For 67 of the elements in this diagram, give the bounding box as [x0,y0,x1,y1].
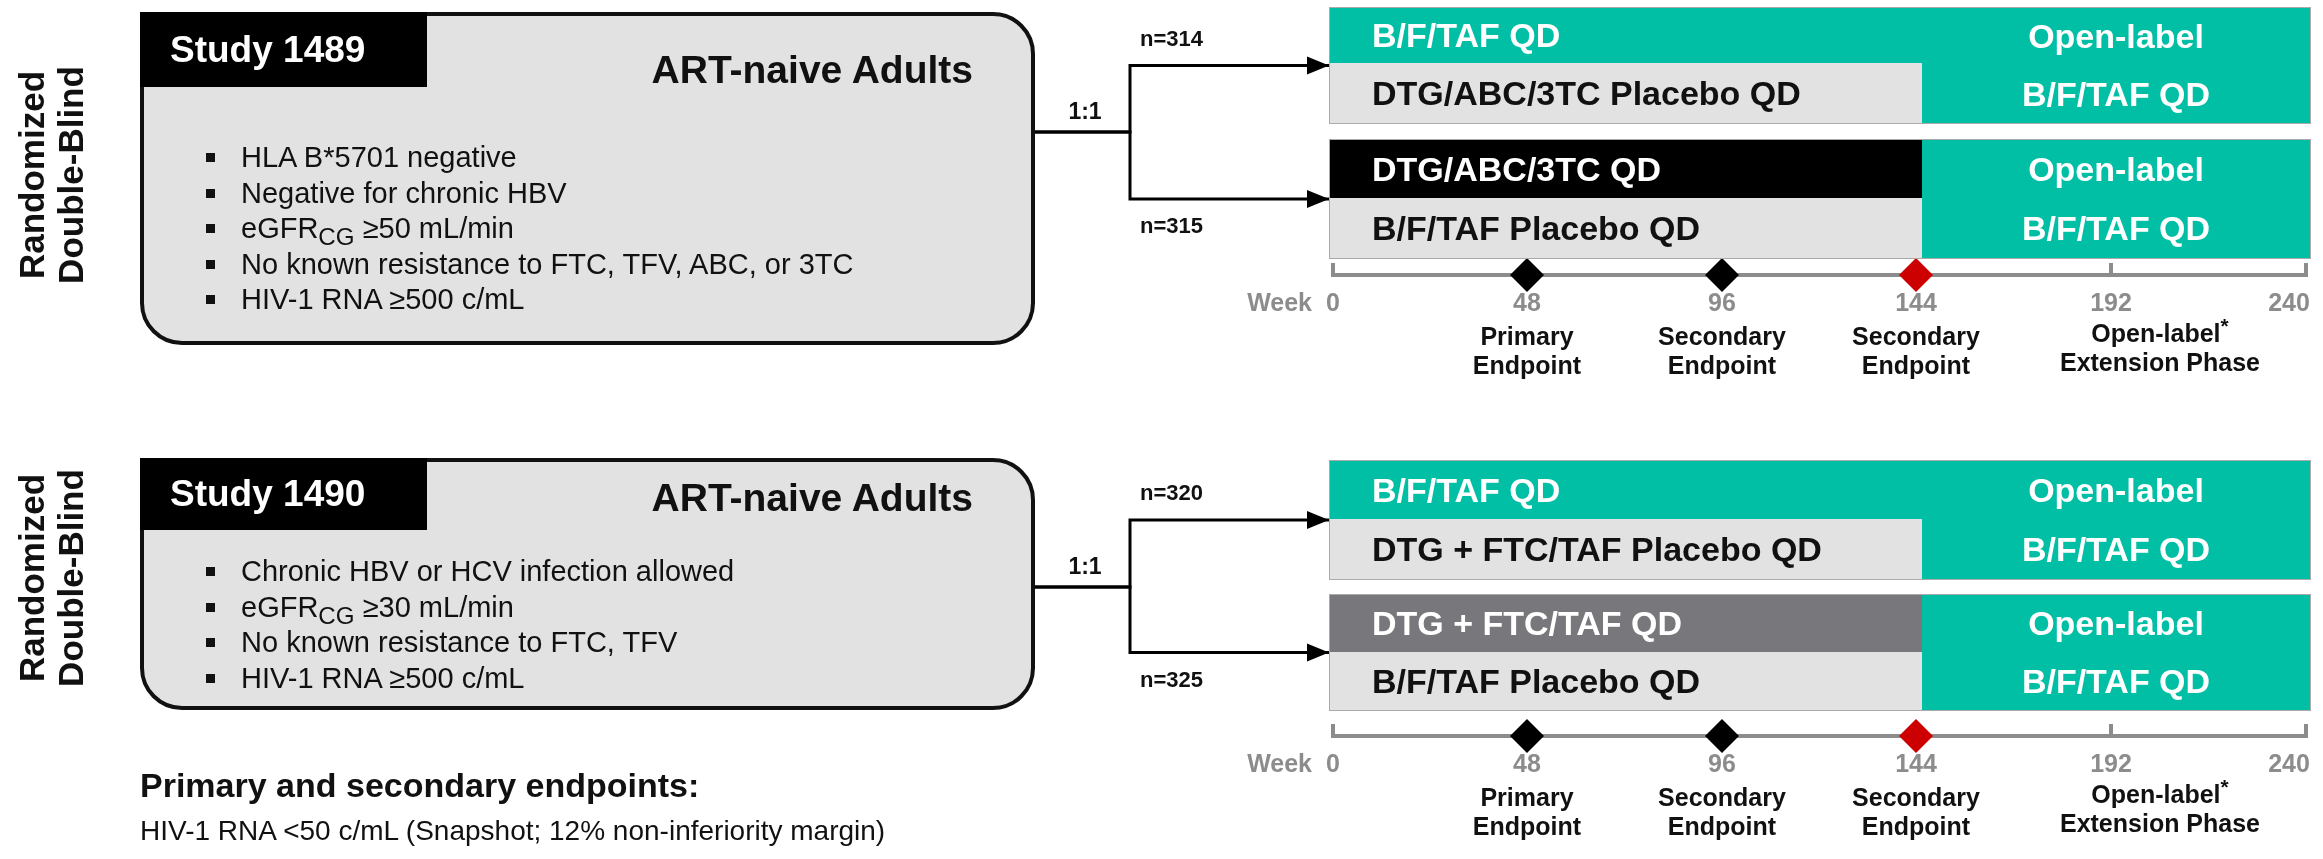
open-label-block [1922,461,2310,579]
study-box [140,12,1035,345]
regimen-label: B/F/TAF QD [2021,661,2211,701]
treatment-band: B/F/TAF Placebo QD [1330,198,1922,258]
milestone-label: Primary Endpoint [1471,322,1583,380]
tick-label: 192 [2089,749,2133,778]
open-label-block [1922,8,2310,123]
study-label-tab: Study 1490 [140,458,427,530]
tick-label: 240 [2267,749,2311,778]
arm-outline [1330,140,2310,258]
eligibility-criterion: eGFR$_{CG}$ ≥30 mL/min [241,589,514,625]
eligibility-criterion: No known resistance to FTC, TFV, ABC, or 3TC [241,246,854,282]
design-label: Randomized Double-Blind [12,468,92,689]
treatment-band: B/F/TAF QD [1330,8,1922,63]
arm-outline [1330,595,2310,710]
open-label-block [1922,595,2310,710]
study-box [140,458,1035,710]
study-label-tab: Study 1489 [140,12,427,87]
regimen-label: B/F/TAF QD [2021,74,2211,114]
phase-label: Open-label [2028,471,2204,510]
population-heading: ART-naive Adults [651,476,973,520]
tick-label: 240 [2267,288,2311,317]
milestone-label: Primary Endpoint [1471,783,1583,841]
open-label-block [1922,140,2310,258]
axis-title: Week [1246,749,1312,778]
tick-label: 96 [1707,749,1737,778]
arm-outline [1330,461,2310,579]
section-heading: Primary and secondary endpoints: [140,766,701,805]
milestone-label: Open-label$^{*}$ Extension Phase [2058,780,2262,838]
tick-label: 192 [2089,288,2133,317]
milestone-label: Secondary Endpoint [1657,322,1787,380]
arm-outline [1330,8,2310,123]
tick-label: 144 [1894,288,1938,317]
treatment-band: DTG + FTC/TAF Placebo QD [1330,519,1922,579]
randomization-ratio: 1:1 [1067,98,1103,125]
arrow [1035,130,1329,208]
regimen-label: B/F/TAF QD [2021,530,2211,569]
regimen-label: B/F/TAF QD [2021,209,2211,248]
milestone-label: Secondary Endpoint [1851,322,1981,380]
milestone-label: Secondary Endpoint [1851,783,1981,841]
tick-label: 48 [1512,288,1542,317]
phase-label: Open-label [2028,17,2204,57]
treatment-band: DTG + FTC/TAF QD [1330,595,1922,652]
axis-title: Week [1246,288,1312,317]
eligibility-criterion: HIV-1 RNA ≥500 c/mL [241,660,525,696]
randomization-ratio: 1:1 [1067,553,1103,580]
endpoint-note: HIV-1 RNA <50 c/mL (Snapshot; 12% non-inferiority margin) [140,815,887,847]
tick-label: 96 [1707,288,1737,317]
treatment-band: DTG/ABC/3TC QD [1330,140,1922,198]
eligibility-criterion: Negative for chronic HBV [241,175,567,211]
arrow [1035,585,1329,662]
phase-label: Open-label [2028,150,2204,189]
milestone-label: Secondary Endpoint [1657,783,1787,841]
treatment-band: B/F/TAF QD [1330,461,1922,519]
eligibility-criterion: Chronic HBV or HCV infection allowed [241,554,735,589]
eligibility-criterion: eGFR$_{CG}$ ≥50 mL/min [241,211,514,247]
treatment-band: B/F/TAF Placebo QD [1330,652,1922,710]
population-heading: ART-naive Adults [651,48,973,92]
treatment-band: DTG/ABC/3TC Placebo QD [1330,63,1922,123]
tick-label: 144 [1894,749,1938,778]
tick-label: 48 [1512,749,1542,778]
eligibility-criterion: HIV-1 RNA ≥500 c/mL [241,282,525,317]
milestone-label: Open-label$^{*}$ Extension Phase [2058,319,2262,377]
eligibility-criterion: No known resistance to FTC, TFV [241,625,678,660]
phase-label: Open-label [2028,604,2204,644]
eligibility-criterion: HLA B*5701 negative [241,140,517,175]
design-label: Randomized Double-Blind [12,65,92,286]
